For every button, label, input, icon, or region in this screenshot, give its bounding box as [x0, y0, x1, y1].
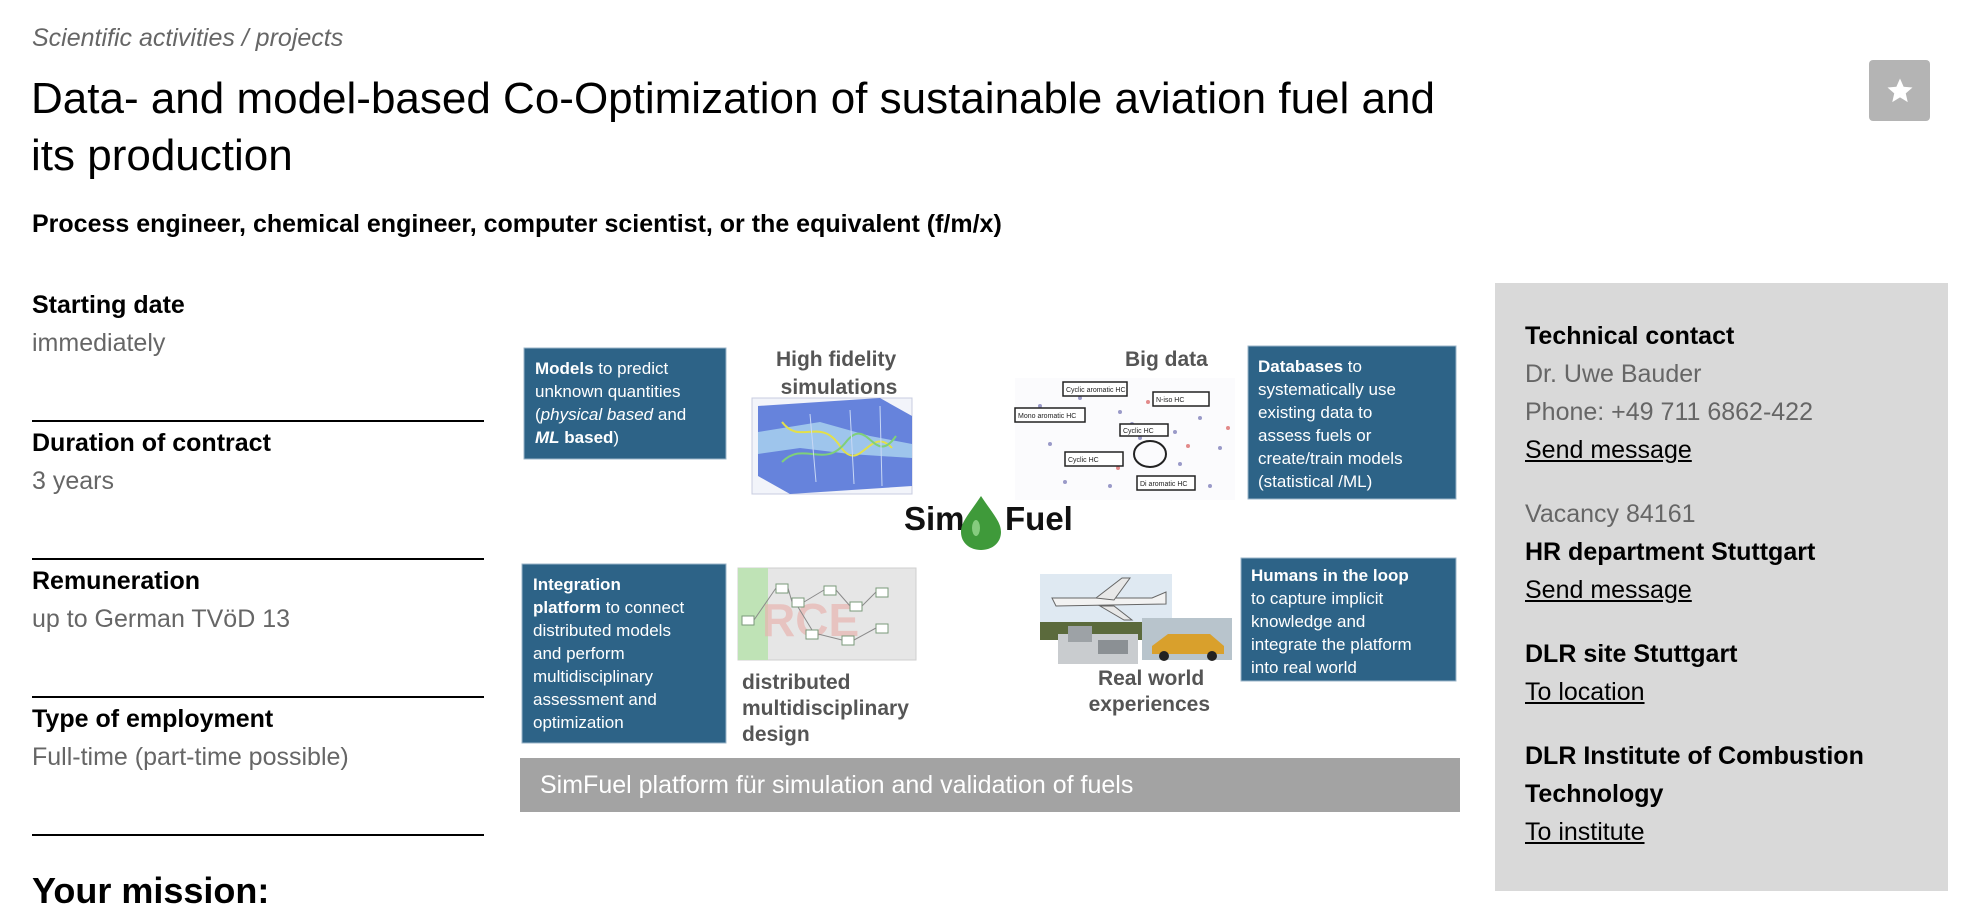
real-world-label: Real world experiences [1089, 667, 1210, 716]
models-box [523, 347, 727, 460]
integration-text: Integration platform to connect distribu… [533, 575, 689, 732]
humans-text: Humans in the loop to capture implicit k… [1251, 566, 1416, 700]
institute-info: DLR Institute of Combustion Technology T… [1525, 737, 1918, 851]
fact-employment-type: Type of employment Full-time (part-time … [32, 698, 484, 836]
contact-name: Dr. Uwe Bauder [1525, 360, 1702, 388]
mission-heading: Your mission: [32, 870, 270, 911]
hifi-label: High fidelity simulations [776, 348, 902, 399]
fact-value: immediately [32, 329, 166, 357]
fact-value: 3 years [32, 467, 114, 495]
databases-box [1247, 345, 1457, 500]
site-heading: DLR site Stuttgart [1525, 640, 1738, 668]
svg-text:Cyclic aromatic HC: Cyclic aromatic HC [1066, 387, 1126, 394]
humans-box [1240, 557, 1457, 682]
fact-label: Starting date [32, 291, 185, 319]
job-subtitle: Process engineer, chemical engineer, com… [32, 210, 1002, 238]
svg-text:Cyclic HC: Cyclic HC [1123, 428, 1154, 435]
fact-starting-date: Starting date immediately [32, 284, 484, 422]
databases-text: Databases to systematically use existing… [1258, 357, 1407, 491]
vacancy-number: Vacancy 84161 [1525, 500, 1696, 528]
hr-department-heading: HR department Stuttgart [1525, 538, 1816, 566]
fact-duration: Duration of contract 3 years [32, 422, 484, 560]
hr-send-message-link[interactable]: Send message [1525, 576, 1692, 604]
fuel-drop-icon [961, 496, 1001, 550]
simfuel-logo: Sim Fuel [904, 496, 1073, 550]
fact-value: Full-time (part-time possible) [32, 743, 349, 771]
bigdata-scatter-image: Cyclic aromatic HC N-iso HC Mono aromati… [1014, 378, 1235, 500]
svg-text:N-iso HC: N-iso HC [1156, 397, 1184, 404]
contact-phone: Phone: +49 711 6862-422 [1525, 398, 1813, 426]
technical-contact-heading: Technical contact [1525, 322, 1735, 350]
workflow-diagram-image: RCE [737, 567, 917, 661]
svg-text:Mono aromatic HC: Mono aromatic HC [1018, 413, 1076, 420]
distributed-design-label: distributed multidisciplinary design [742, 671, 915, 746]
fact-label: Type of employment [32, 705, 274, 733]
star-icon [1887, 78, 1912, 102]
cfd-simulation-image [751, 397, 913, 495]
figure-caption: SimFuel platform für simulation and vali… [520, 758, 1460, 812]
hr-contact: Vacancy 84161 HR department Stuttgart Se… [1525, 495, 1918, 609]
to-institute-link[interactable]: To institute [1525, 818, 1645, 846]
site-info: DLR site Stuttgart To location [1525, 635, 1918, 711]
simfuel-diagram: Models to predict unknown quantities (ph… [521, 345, 1457, 746]
institute-heading: DLR Institute of Combustion Technology [1525, 742, 1864, 808]
svg-text:Cyclic HC: Cyclic HC [1068, 457, 1099, 464]
fact-remuneration: Remuneration up to German TVöD 13 [32, 560, 484, 698]
bigdata-label: Big data [1125, 348, 1208, 371]
fact-label: Duration of contract [32, 429, 271, 457]
breadcrumb: Scientific activities / projects [32, 24, 344, 52]
job-facts: Starting date immediately Duration of co… [32, 284, 484, 836]
contact-sidebar: Technical contact Dr. Uwe Bauder Phone: … [1495, 283, 1948, 891]
fact-label: Remuneration [32, 567, 201, 595]
send-message-link[interactable]: Send message [1525, 436, 1692, 464]
models-text: Models to predict unknown quantities (ph… [535, 359, 691, 447]
integration-box [521, 563, 727, 744]
to-location-link[interactable]: To location [1525, 678, 1645, 706]
fact-value: up to German TVöD 13 [32, 605, 291, 633]
svg-text:Sim: Sim [904, 500, 965, 537]
svg-text:Fuel: Fuel [1005, 500, 1073, 537]
svg-text:Di aromatic HC: Di aromatic HC [1140, 481, 1187, 488]
bookmark-button[interactable] [1869, 60, 1930, 121]
real-world-photos [1040, 574, 1232, 664]
page-title: Data- and model-based Co-Optimization of… [31, 74, 1435, 180]
technical-contact: Technical contact Dr. Uwe Bauder Phone: … [1525, 317, 1918, 469]
